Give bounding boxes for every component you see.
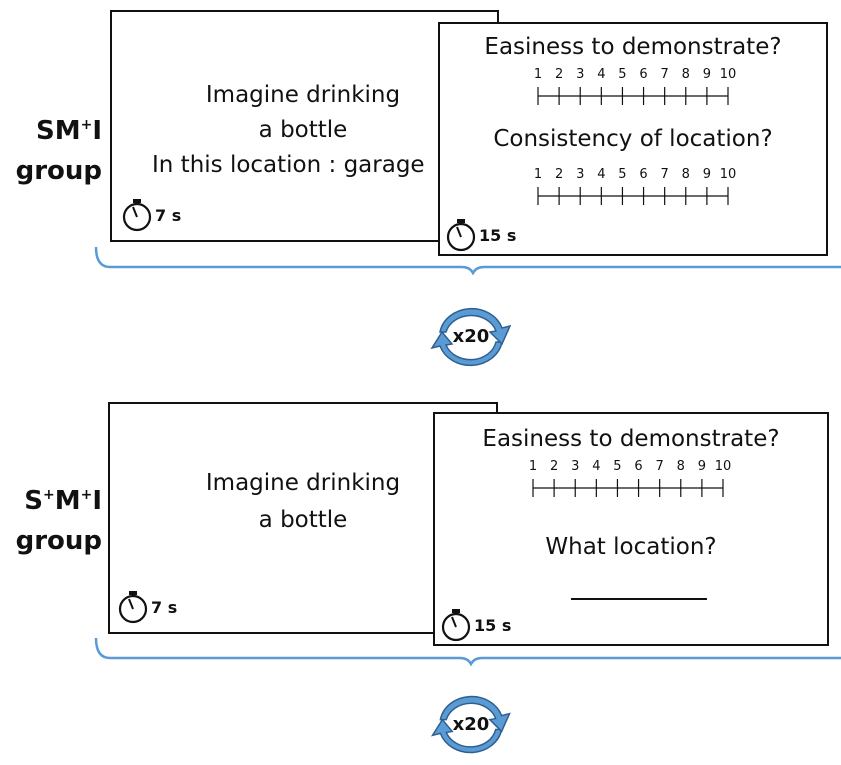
timer: 7 s <box>118 590 177 624</box>
timer: 15 s <box>441 608 511 642</box>
question-easiness: Easiness to demonstrate? <box>482 426 780 452</box>
scale-number: 2 <box>555 67 563 82</box>
group-label-line2: group <box>15 156 102 186</box>
repeat-label: x20 <box>452 714 490 735</box>
answer-blank-line <box>571 598 707 600</box>
scale-number: 3 <box>571 459 579 474</box>
timer-label: 15 s <box>474 615 512 635</box>
group-label-text: M <box>54 486 81 516</box>
scale-number: 1 <box>529 459 537 474</box>
scale-number: 2 <box>555 167 563 182</box>
scale-number: 5 <box>613 459 621 474</box>
scale-number: 10 <box>715 459 732 474</box>
scale-number: 7 <box>656 459 664 474</box>
scale-number: 6 <box>639 167 647 182</box>
timer-label: 7 s <box>151 597 178 617</box>
scale-number: 9 <box>703 67 711 82</box>
timer-label: 7 s <box>155 205 182 225</box>
scale-number: 1 <box>534 67 542 82</box>
stimulus-line: Imagine drinking <box>205 470 401 496</box>
scale-number: 7 <box>661 67 669 82</box>
stimulus-line: In this location : garage <box>152 152 425 178</box>
scale-number: 8 <box>677 459 685 474</box>
scale-number: 9 <box>703 167 711 182</box>
scale-number: 8 <box>682 67 690 82</box>
group-label-sup: + <box>42 487 55 503</box>
stopwatch-icon <box>118 591 148 624</box>
scale-number: 5 <box>618 67 626 82</box>
question-consistency: Consistency of location? <box>493 126 773 152</box>
scale-number: 6 <box>639 67 647 82</box>
group-label-text: I <box>92 486 102 516</box>
stimulus-card: Imagine drinking a bottle In this locati… <box>110 10 499 242</box>
scale-number: 3 <box>576 67 584 82</box>
stimulus-line: a bottle <box>258 117 348 143</box>
scale-number: 4 <box>592 459 600 474</box>
stopwatch-icon <box>441 609 471 642</box>
trial-brace <box>94 637 841 666</box>
stimulus-line: a bottle <box>258 507 348 533</box>
scale-number: 5 <box>618 167 626 182</box>
scale-number: 9 <box>698 459 706 474</box>
question-easiness: Easiness to demonstrate? <box>484 34 782 60</box>
scale-number: 8 <box>682 167 690 182</box>
circular-arrows-icon <box>430 695 511 754</box>
scale-number: 10 <box>720 167 737 182</box>
scale-number: 4 <box>597 67 605 82</box>
timer: 7 s <box>122 198 181 232</box>
stopwatch-icon <box>446 219 476 252</box>
question-location: What location? <box>545 534 717 560</box>
group-label-line2: group <box>15 526 102 556</box>
stopwatch-icon <box>122 199 152 232</box>
scale-number: 2 <box>550 459 558 474</box>
timer-label: 15 s <box>479 225 517 245</box>
group-label-text: SM <box>35 116 81 146</box>
scale-number: 7 <box>661 167 669 182</box>
group-label-text: S <box>24 486 43 516</box>
timer: 15 s <box>446 218 516 252</box>
scale-number: 10 <box>720 67 737 82</box>
scale-number: 6 <box>634 459 642 474</box>
group-label-sm-i: SM+I group <box>6 105 102 191</box>
scale-number: 1 <box>534 167 542 182</box>
group-label-text: I <box>92 116 102 146</box>
stimulus-line: Imagine drinking <box>205 82 401 108</box>
scale-number: 3 <box>576 167 584 182</box>
repeat-label: x20 <box>452 326 490 347</box>
scale-number: 4 <box>597 167 605 182</box>
circular-arrows-icon <box>430 307 512 367</box>
group-label-sup: + <box>80 487 93 503</box>
group-label-s-m-i: S+M+I group <box>6 475 102 561</box>
trial-brace <box>94 246 841 275</box>
group-label-sup: + <box>80 117 93 133</box>
